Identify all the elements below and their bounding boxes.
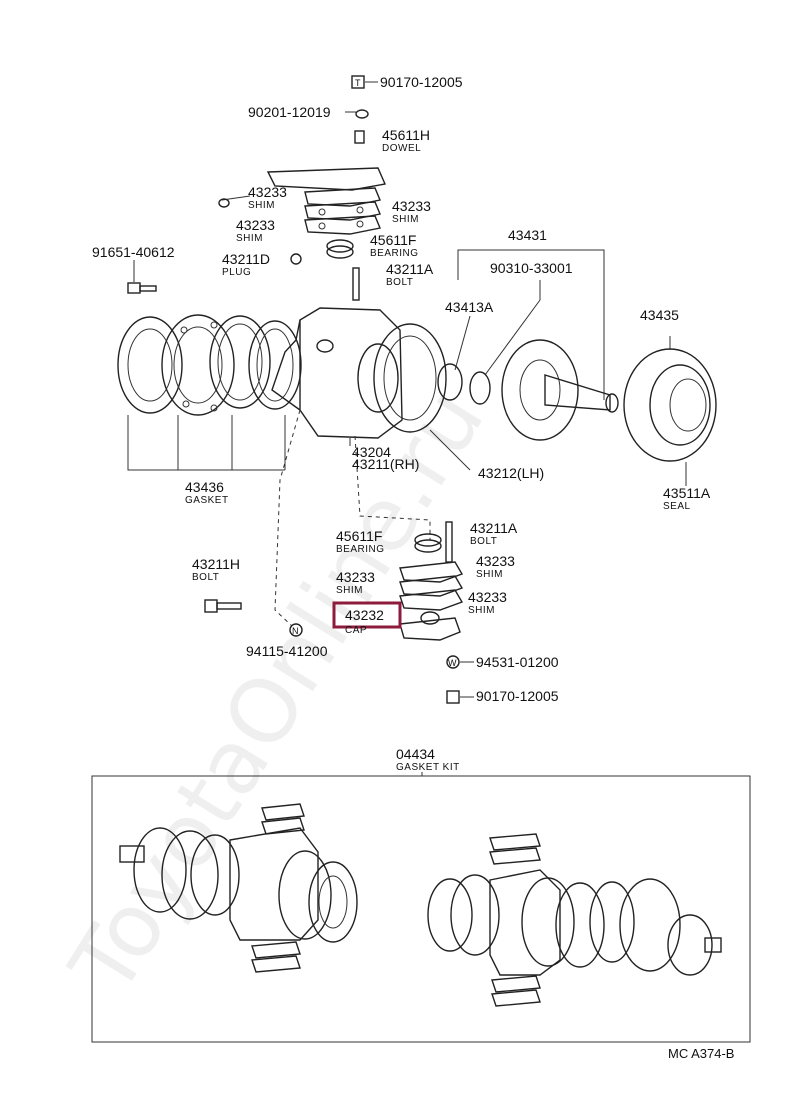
nut-n-icon [289,623,303,637]
callout-43211D-sub: PLUG [222,267,251,278]
washer-w-icon [446,655,460,669]
callout-shim-f-sub: SHIM [468,605,495,616]
nut-low-icon [446,690,460,704]
seal-plates-left [117,314,302,416]
bearing-low-icon [414,533,442,553]
gasket-kit-left-assembly [119,803,358,973]
gasket-kit-right-assembly [427,833,722,1007]
footer-reference: MC A374-B [668,1046,734,1061]
callout-94531: 94531-01200 [476,654,559,670]
callout-43212LH: 43211(RH) [352,456,419,472]
callout-94115: 94115-41200 [246,643,328,659]
callout-shim-e-sub: SHIM [336,585,363,596]
callout-90201: 90201-12019 [248,104,331,120]
highlight-box [332,601,402,629]
callout-91651: 91651-40612 [92,244,175,260]
callout-43204: 43436 [185,479,224,495]
callout-43232: 43232 [345,607,384,623]
callout-shim-b-sub: SHIM [392,214,419,225]
shim-stack-top [304,187,381,235]
callout-shim-d-sub: SHIM [476,569,503,580]
plug-icon [290,253,302,265]
callout-45611H-sub: DOWEL [382,143,421,154]
bolt-top-icon [352,267,360,301]
callout-shim-e: 43233 [336,569,375,585]
callout-90310: 90310-33001 [490,260,573,276]
callout-43436: 43435 [640,307,679,323]
callout-90170-top: 90170-12005 [380,74,463,90]
callout-45611F-low: 45611F [336,528,382,544]
callout-43211A-low: 43211A [470,520,518,536]
callout-45611F-top: 45611F [370,232,416,248]
callout-43204-sub: GASKET [185,495,229,506]
knuckle-body [271,307,447,439]
bearing-top-icon [326,239,354,259]
callout-43431: 43431 [508,227,547,243]
seal-right-icon [623,348,717,462]
callout-shim-b: 43233 [392,198,431,214]
spindle-icon [437,339,619,441]
callout-43511A: 43511A [663,485,711,501]
nut-top-icon: T [351,75,365,89]
callout-shim-a: 43233 [248,184,287,200]
callout-shim-f: 43233 [468,589,507,605]
shim-stack-low [399,561,464,611]
bolt-low-icon [445,521,453,563]
gasket-kit-number: 04434 [396,746,435,762]
callout-90170-low: 90170-12005 [476,688,559,704]
callout-shim-c: 43233 [236,217,275,233]
callout-45611F-top-sub: BEARING [370,248,419,259]
callout-43211H: 43211H [192,556,240,572]
dowel-icon [354,130,365,144]
callout-43211RH: 43204 [352,444,391,460]
svg-text:T: T [355,78,361,88]
callout-45611F-low-sub: BEARING [336,544,385,555]
svg-text:N: N [292,626,299,636]
callout-43211H-sub: BOLT [192,572,219,583]
callout-43232-sub: CAP [345,625,367,636]
watermark-text: ToyotaOnline.ru [50,371,504,1012]
callout-shim-d: 43233 [476,553,515,569]
callout-43511A-sub: SEAL [663,501,691,512]
callout-43211A-top: 43211A [386,261,434,277]
gasket-kit-box [91,775,751,1043]
callout-shim-c-sub: SHIM [236,233,263,244]
washer-icon [355,109,369,119]
screw-icon [127,282,141,294]
cap-plate-top [266,167,386,191]
cap-icon [399,611,461,641]
callout-shim-a-sub: SHIM [248,200,275,211]
svg-text:W: W [448,658,457,668]
gasket-kit-label: GASKET KIT [396,762,460,773]
callout-43413A: 43413A [445,299,494,315]
callout-43211A-low-sub: BOLT [470,536,497,547]
callout-43211A-top-sub: BOLT [386,277,413,288]
bolt-h-icon [204,599,218,613]
callout-43211D: 43211D [222,251,270,267]
callout-45611H: 45611H [382,127,430,143]
callout-43435: 43212(LH) [478,465,544,481]
